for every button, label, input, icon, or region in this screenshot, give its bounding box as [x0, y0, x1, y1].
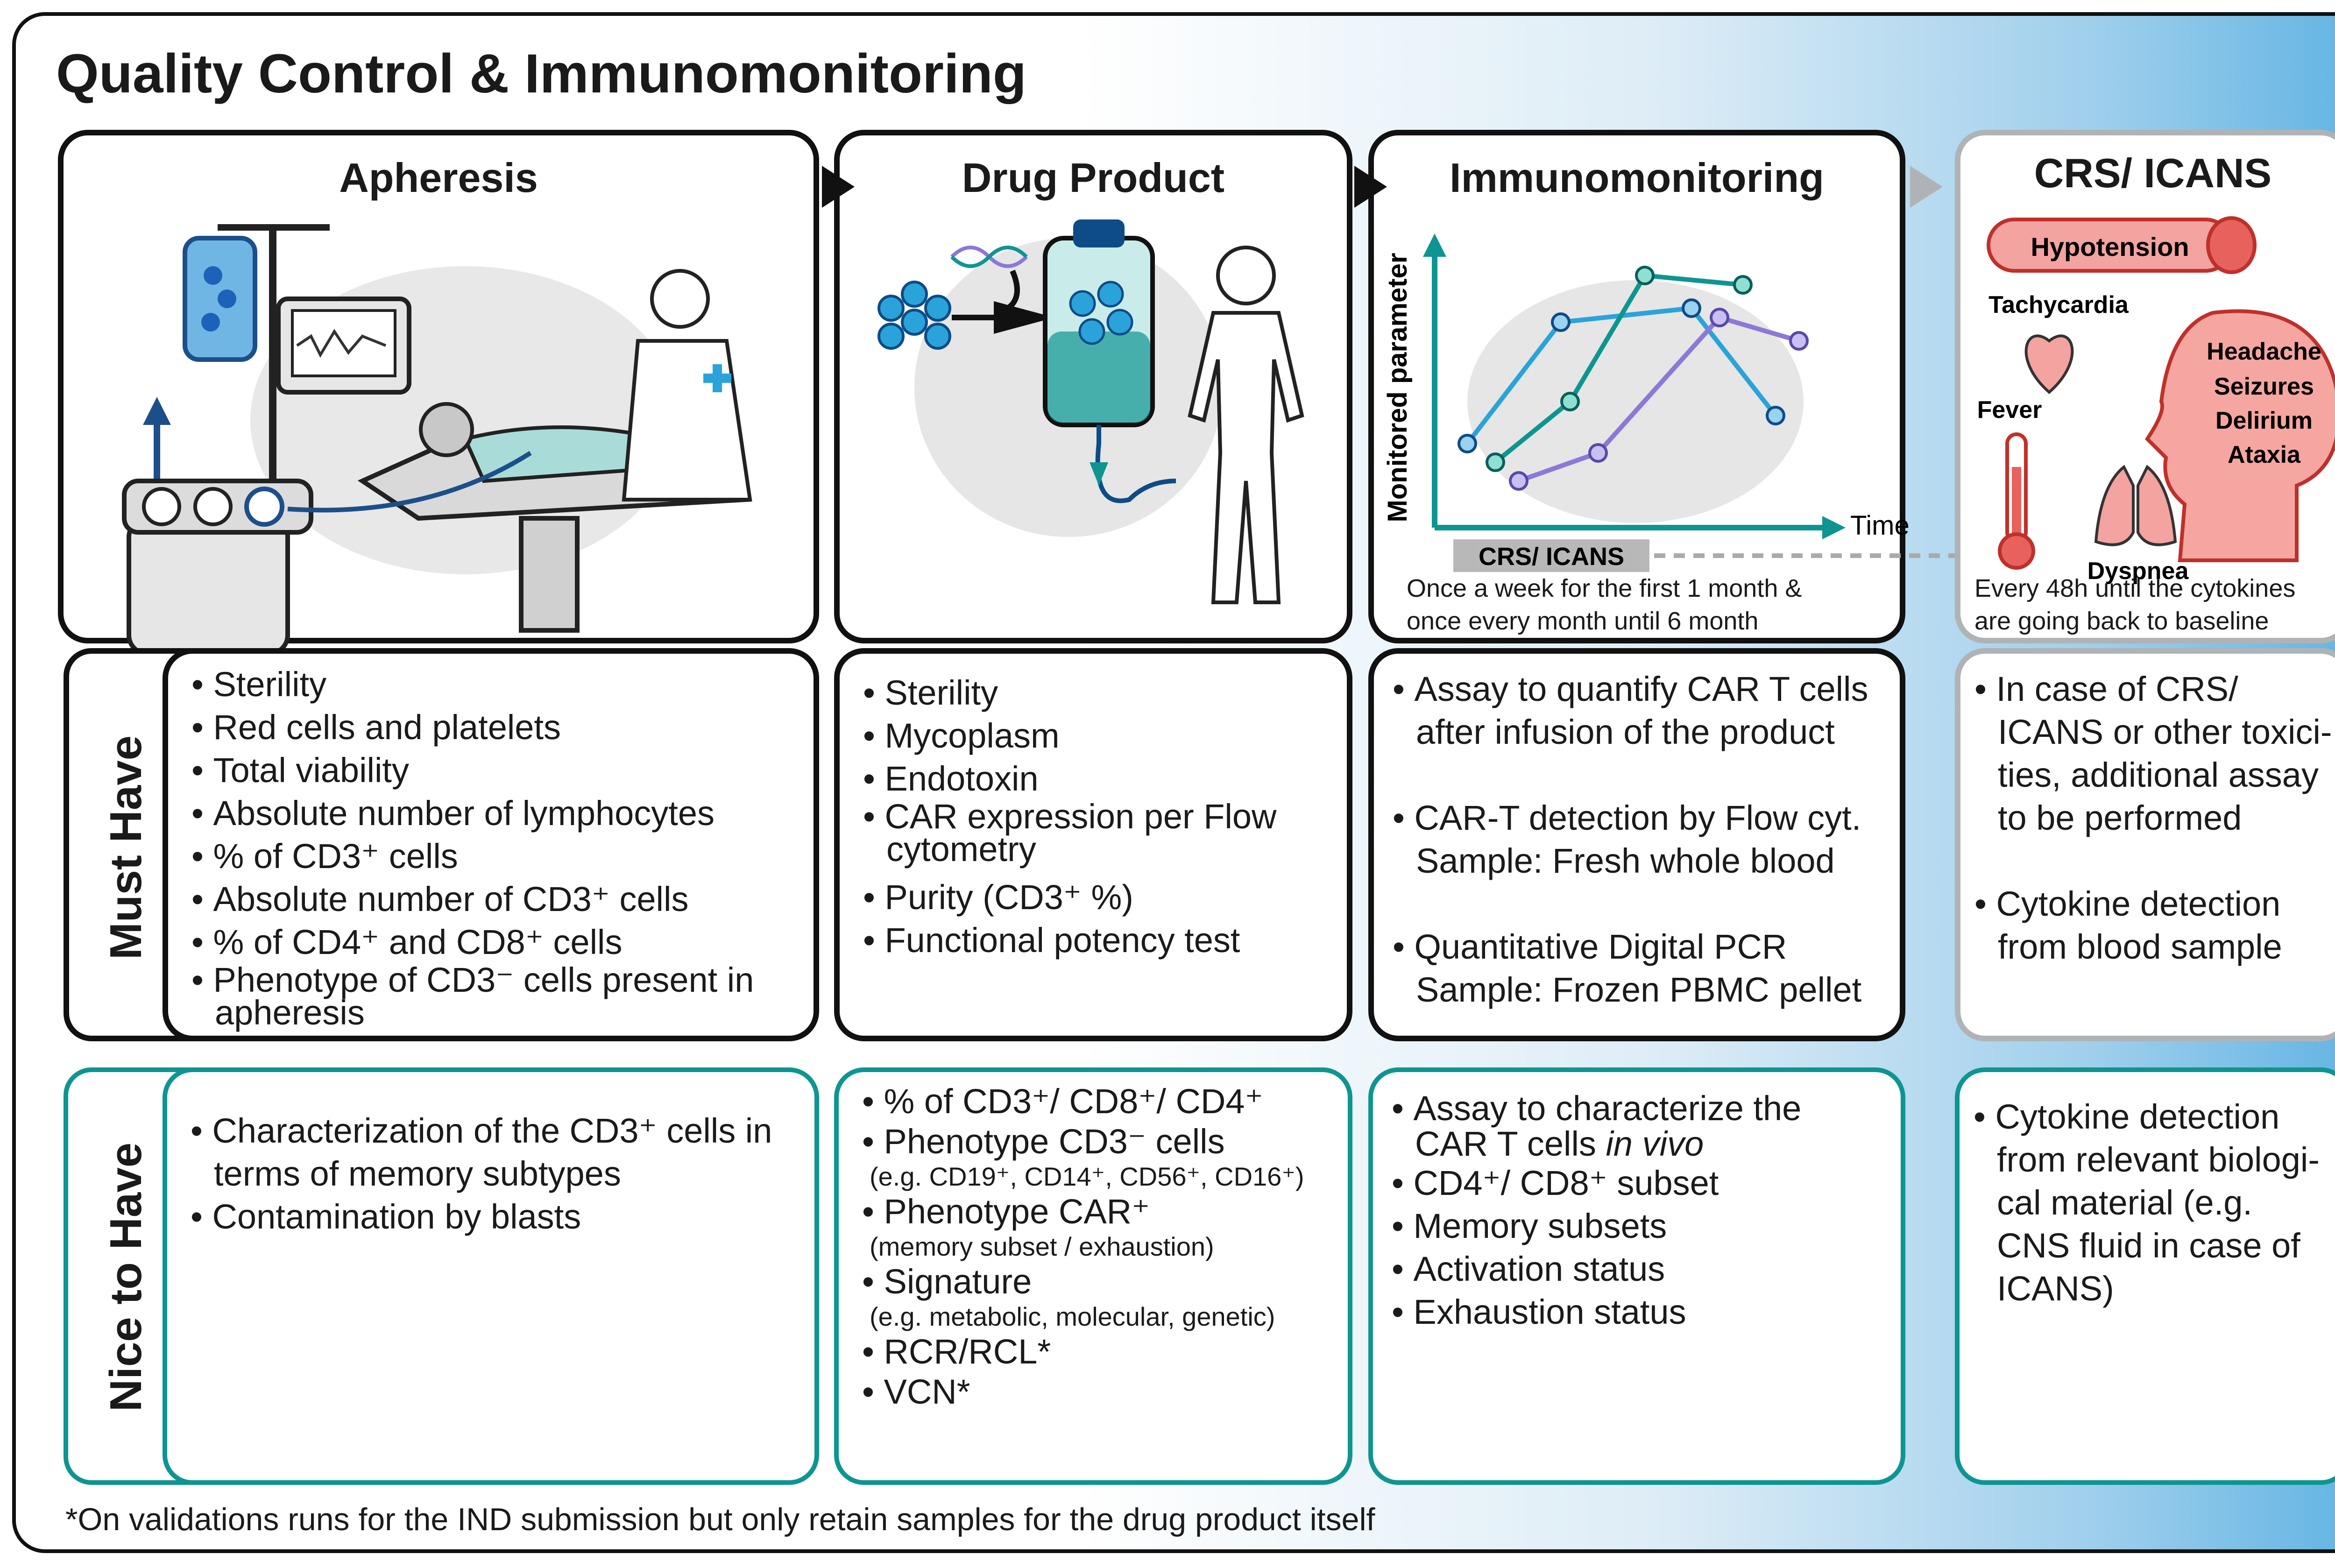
apheresis-heading: Apheresis	[339, 155, 538, 201]
nice-apheresis-list: Characterization of the CD3⁺ cells in te…	[191, 1109, 798, 1238]
drug-product-illustration	[877, 219, 1304, 604]
series-blue-line	[1465, 305, 1777, 445]
delirium-label: Delirium	[2215, 407, 2313, 434]
headache-label: Headache	[2207, 338, 2321, 365]
immunomonitoring-note: Once a week for the first 1 month &once …	[1407, 574, 1802, 635]
must-have-drug-product-list: SterilityMycoplasm EndotoxinCAR expressi…	[863, 671, 1339, 962]
nice-crs-box: • Cytokine detection from relevant biolo…	[1955, 1067, 2335, 1485]
footnote: *On validations runs for the IND submiss…	[65, 1502, 1375, 1537]
page-title: Quality Control & Immunomonitoring	[56, 43, 1026, 105]
arrow-icon	[1910, 166, 1943, 208]
nice-crs-list: • Cytokine detection from relevant biolo…	[1974, 1097, 2320, 1308]
crs-icans-bar-label: CRS/ ICANS	[1479, 543, 1624, 571]
must-have-apheresis-box: SterilityRed cells and platelets Total v…	[163, 648, 819, 1041]
nice-immunomonitoring-list: • Assay to characterize the CAR T cells …	[1392, 1089, 1802, 1332]
must-have-immunomonitoring-list: • Assay to quantify CAR T cells after in…	[1393, 670, 1868, 1009]
heart-icon	[2024, 334, 2074, 394]
arrow-icon	[1354, 166, 1387, 208]
apheresis-panel: Apheresis	[58, 130, 819, 656]
tachycardia-label: Tachycardia	[1988, 291, 2129, 318]
must-have-apheresis-list: SterilityRed cells and platelets Total v…	[191, 663, 799, 1030]
series-purple-points	[1509, 308, 1809, 491]
must-have-crs-box: • In case of CRS/ ICANS or other toxici-…	[1955, 648, 2335, 1041]
monitoring-chart: Monitored parameter Time CRS/ ICANS	[1382, 233, 1986, 572]
series-teal-points	[1486, 266, 1753, 472]
ataxia-label: Ataxia	[2228, 441, 2301, 468]
must-have-drug-product-box: SterilityMycoplasm EndotoxinCAR expressi…	[834, 648, 1352, 1041]
must-have-immunomonitoring-box: • Assay to quantify CAR T cells after in…	[1368, 648, 1905, 1041]
drug-product-heading: Drug Product	[962, 155, 1225, 201]
seizures-label: Seizures	[2214, 373, 2314, 400]
crs-icans-bar	[1453, 539, 1649, 572]
crs-icans-heading: CRS/ ICANS	[2034, 150, 2272, 196]
hypotension-label: Hypotension	[2031, 232, 2189, 261]
apheresis-illustration	[122, 224, 752, 656]
immunomonitoring-panel: Immunomonitoring Monitored parameter Tim…	[1368, 130, 1986, 643]
nice-to-have-label: Nice to Have	[101, 1142, 151, 1412]
must-have-label: Must Have	[101, 735, 151, 960]
drug-product-panel: Drug Product	[834, 130, 1352, 643]
x-axis-label: Time	[1850, 510, 1910, 541]
nice-drug-product-list: % of CD3⁺/ CD8⁺/ CD4⁺ Phenotype CD3⁻ cel…	[862, 1081, 1343, 1412]
nice-drug-product-box: % of CD3⁺/ CD8⁺/ CD4⁺ Phenotype CD3⁻ cel…	[834, 1067, 1352, 1485]
series-purple-line	[1518, 315, 1800, 483]
must-have-crs-list: • In case of CRS/ ICANS or other toxici-…	[1974, 670, 2332, 966]
crs-icans-panel: CRS/ ICANS Hypotension Tachycardia Heada…	[1955, 130, 2335, 643]
arrow-icon	[822, 166, 855, 208]
crs-symptoms-illustration: Hypotension Tachycardia Headache Seizure…	[1977, 216, 2335, 585]
dyspnea-label: Dyspnea	[2087, 558, 2189, 585]
series-teal-line	[1493, 273, 1743, 464]
lungs-icon	[2094, 465, 2177, 546]
series-blue-points	[1458, 298, 1785, 453]
head-icon	[2144, 309, 2335, 562]
fever-label: Fever	[1977, 396, 2042, 424]
nice-apheresis-box: Characterization of the CD3⁺ cells in te…	[163, 1067, 819, 1485]
y-axis-label: Monitored parameter	[1382, 253, 1413, 523]
nice-immunomonitoring-box: • Assay to characterize the CAR T cells …	[1368, 1067, 1905, 1485]
immunomonitoring-heading: Immunomonitoring	[1450, 155, 1824, 201]
